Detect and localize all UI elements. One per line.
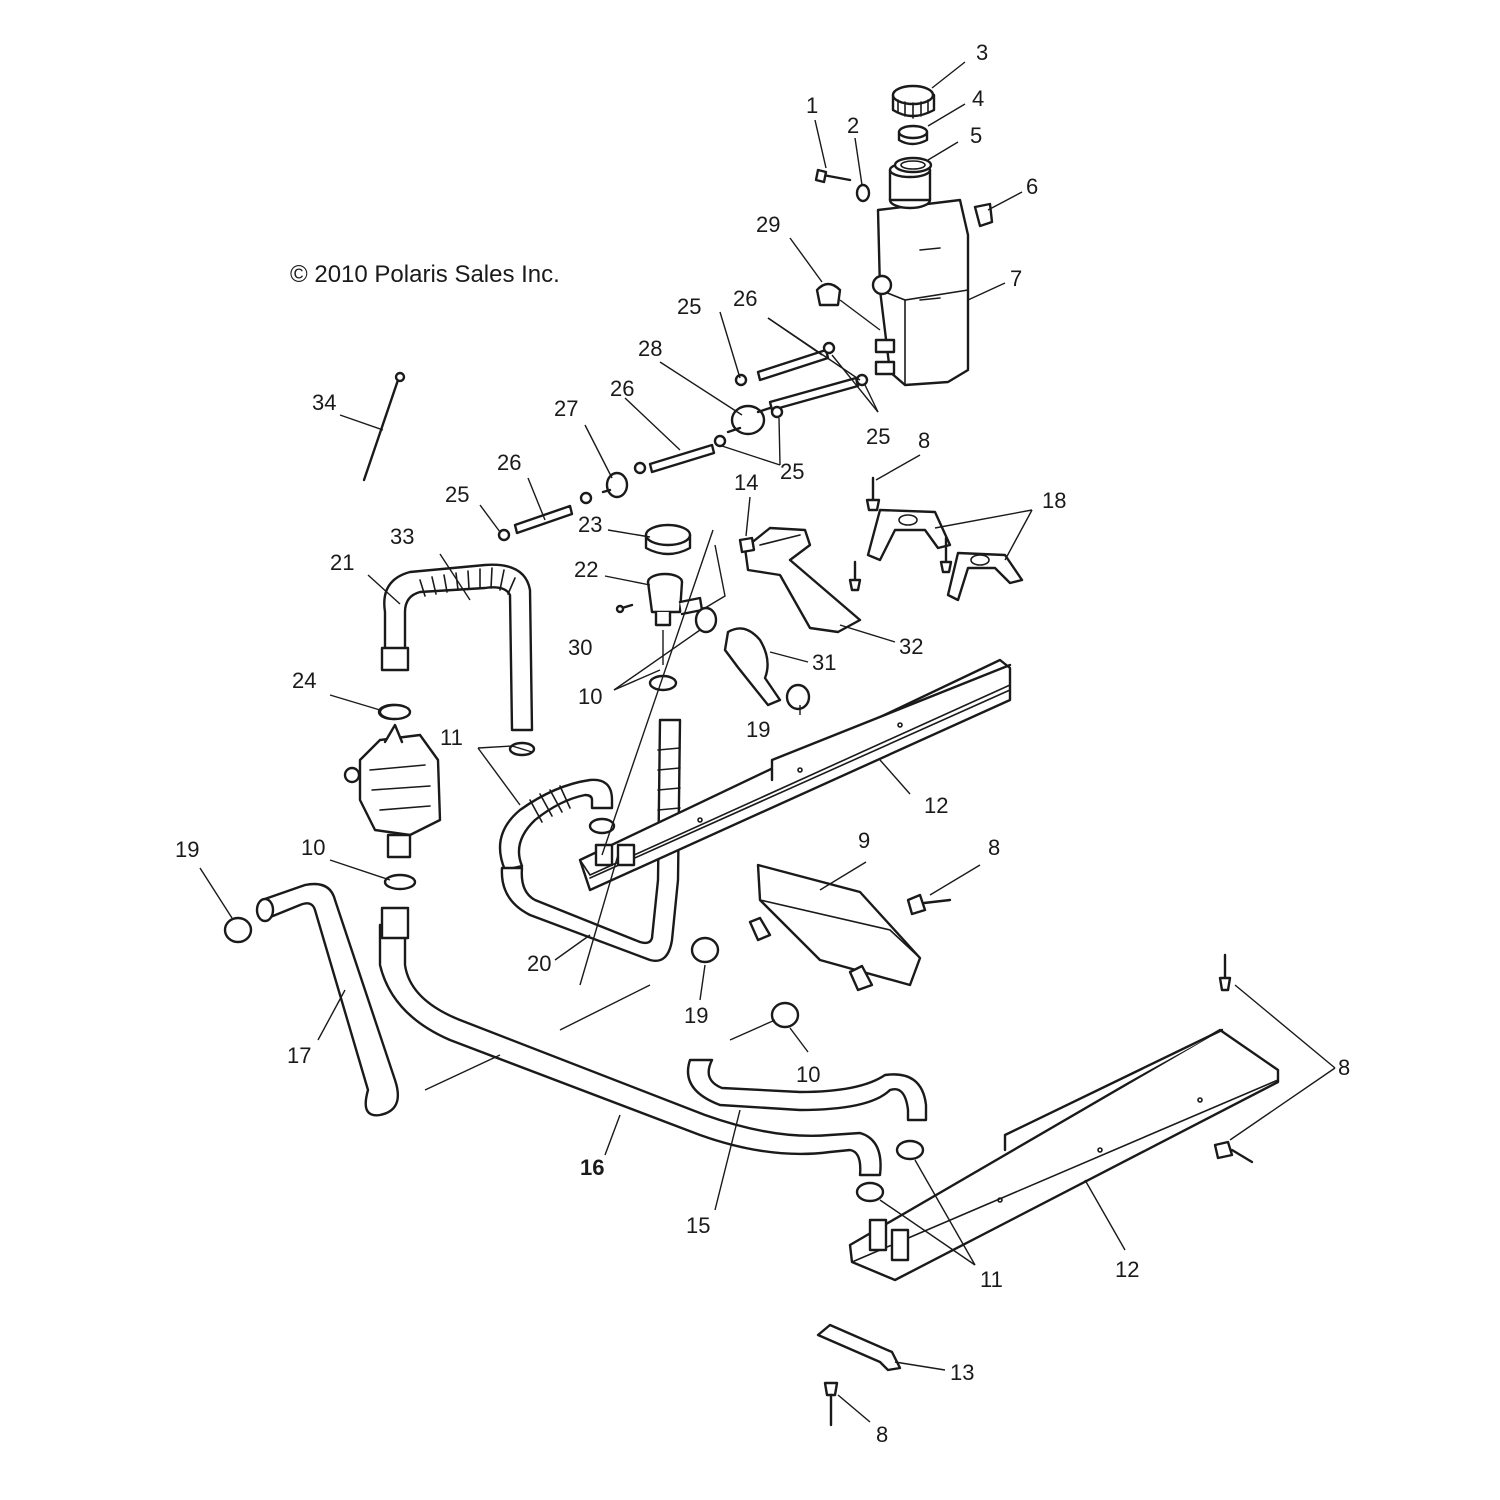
callout-18: 18 xyxy=(1042,488,1066,513)
thermostat-housing-22 xyxy=(646,572,704,627)
hose-11 xyxy=(498,778,614,872)
callout-25-b: 25 xyxy=(866,424,890,449)
callout-28: 28 xyxy=(638,336,662,361)
callout-8-right: 8 xyxy=(1338,1055,1350,1080)
callout-7: 7 xyxy=(1010,266,1022,291)
fastener-8-bottom xyxy=(823,1381,839,1427)
hose-26-lower xyxy=(513,504,574,535)
callout-25-a: 25 xyxy=(677,294,701,319)
callout-32: 32 xyxy=(899,634,923,659)
callout-20: 20 xyxy=(527,951,551,976)
callout-8-cover: 8 xyxy=(988,835,1000,860)
bracket-18-upper xyxy=(866,508,952,562)
fastener-8-right xyxy=(1213,953,1254,1164)
fastener-8-upper xyxy=(848,476,953,592)
fastener-8-cover xyxy=(906,893,952,916)
reservoir-clip xyxy=(973,202,994,228)
hose-26-upper xyxy=(756,348,860,412)
callout-10-middle: 10 xyxy=(796,1062,820,1087)
bracket-13 xyxy=(816,1323,902,1372)
clamp-19-left xyxy=(223,916,253,944)
callout-labels: 1 2 3 4 5 6 7 8 8 8 8 9 10 10 10 11 11 1… xyxy=(175,40,1350,1447)
clamp-19-middle xyxy=(690,936,720,964)
callout-22: 22 xyxy=(574,557,598,582)
bracket-32 xyxy=(743,526,862,634)
hose-16 xyxy=(378,906,882,1177)
callout-4: 4 xyxy=(972,86,984,111)
radiator-12-upper xyxy=(578,658,1012,892)
callout-29: 29 xyxy=(756,212,780,237)
callout-3: 3 xyxy=(976,40,988,65)
callout-14: 14 xyxy=(734,470,758,495)
hose-31 xyxy=(723,627,782,707)
callout-15: 15 xyxy=(686,1213,710,1238)
clamp-10-pump xyxy=(383,873,417,891)
cover-9 xyxy=(748,863,922,992)
callout-26-lower: 26 xyxy=(497,450,521,475)
thermostat-cap-23 xyxy=(644,523,692,556)
hose-20 xyxy=(500,718,682,962)
callout-12-upper: 12 xyxy=(924,793,948,818)
reservoir-tank xyxy=(871,161,970,387)
callout-25-d: 25 xyxy=(445,482,469,507)
bleed-screw-30 xyxy=(615,603,634,614)
callout-10-pump: 10 xyxy=(301,835,325,860)
hose-21-33 xyxy=(380,563,534,732)
callout-27: 27 xyxy=(554,396,578,421)
callout-2: 2 xyxy=(847,113,859,138)
callout-8-upper: 8 xyxy=(918,428,930,453)
callout-19-left: 19 xyxy=(175,837,199,862)
hose-26-middle xyxy=(648,443,716,474)
nut-14 xyxy=(738,536,756,554)
callout-24: 24 xyxy=(292,668,316,693)
callout-34: 34 xyxy=(312,390,336,415)
callout-21: 21 xyxy=(330,550,354,575)
callout-19-middle: 19 xyxy=(684,1003,708,1028)
clamp-19-right xyxy=(785,683,811,711)
clamp-24 xyxy=(378,703,412,721)
small-clamps-25 xyxy=(497,341,869,542)
callout-16: 16 xyxy=(580,1155,604,1180)
callout-26-middle: 26 xyxy=(610,376,634,401)
clamps-11-lower xyxy=(855,1139,925,1203)
callout-11-lower: 11 xyxy=(980,1267,1003,1292)
callout-25-c: 25 xyxy=(780,459,804,484)
callout-33: 33 xyxy=(390,524,414,549)
bracket-18-lower xyxy=(946,551,1024,602)
hose-17 xyxy=(255,882,400,1117)
radiator-12-lower xyxy=(848,1028,1280,1282)
washer-2 xyxy=(855,183,871,203)
callout-6: 6 xyxy=(1026,174,1038,199)
leader-lines xyxy=(199,61,1336,1423)
callout-8-bottom: 8 xyxy=(876,1422,888,1447)
cap-o-ring xyxy=(893,156,933,174)
water-pump xyxy=(343,703,442,859)
cap-seal xyxy=(897,124,929,146)
callout-17: 17 xyxy=(287,1043,311,1068)
callout-5: 5 xyxy=(970,123,982,148)
tie-strap-34 xyxy=(362,371,406,482)
reservoir-cap xyxy=(891,84,936,119)
callout-10-thermostat: 10 xyxy=(578,684,602,709)
clamp-10-middle xyxy=(770,1001,800,1029)
callout-9: 9 xyxy=(858,828,870,853)
callout-23: 23 xyxy=(578,512,602,537)
callout-19-right: 19 xyxy=(746,717,770,742)
callout-1: 1 xyxy=(806,93,818,118)
fitting-27 xyxy=(601,471,629,499)
callout-11-upper: 11 xyxy=(440,725,463,750)
hose-15 xyxy=(686,1058,928,1122)
callout-26-upper: 26 xyxy=(733,286,757,311)
callout-31: 31 xyxy=(812,650,836,675)
callout-12-lower: 12 xyxy=(1115,1257,1139,1282)
clamp-29 xyxy=(815,282,842,307)
copyright-text: © 2010 Polaris Sales Inc. xyxy=(290,261,560,288)
screw-1 xyxy=(814,168,852,184)
callout-30: 30 xyxy=(568,635,592,660)
callout-13: 13 xyxy=(950,1360,974,1385)
